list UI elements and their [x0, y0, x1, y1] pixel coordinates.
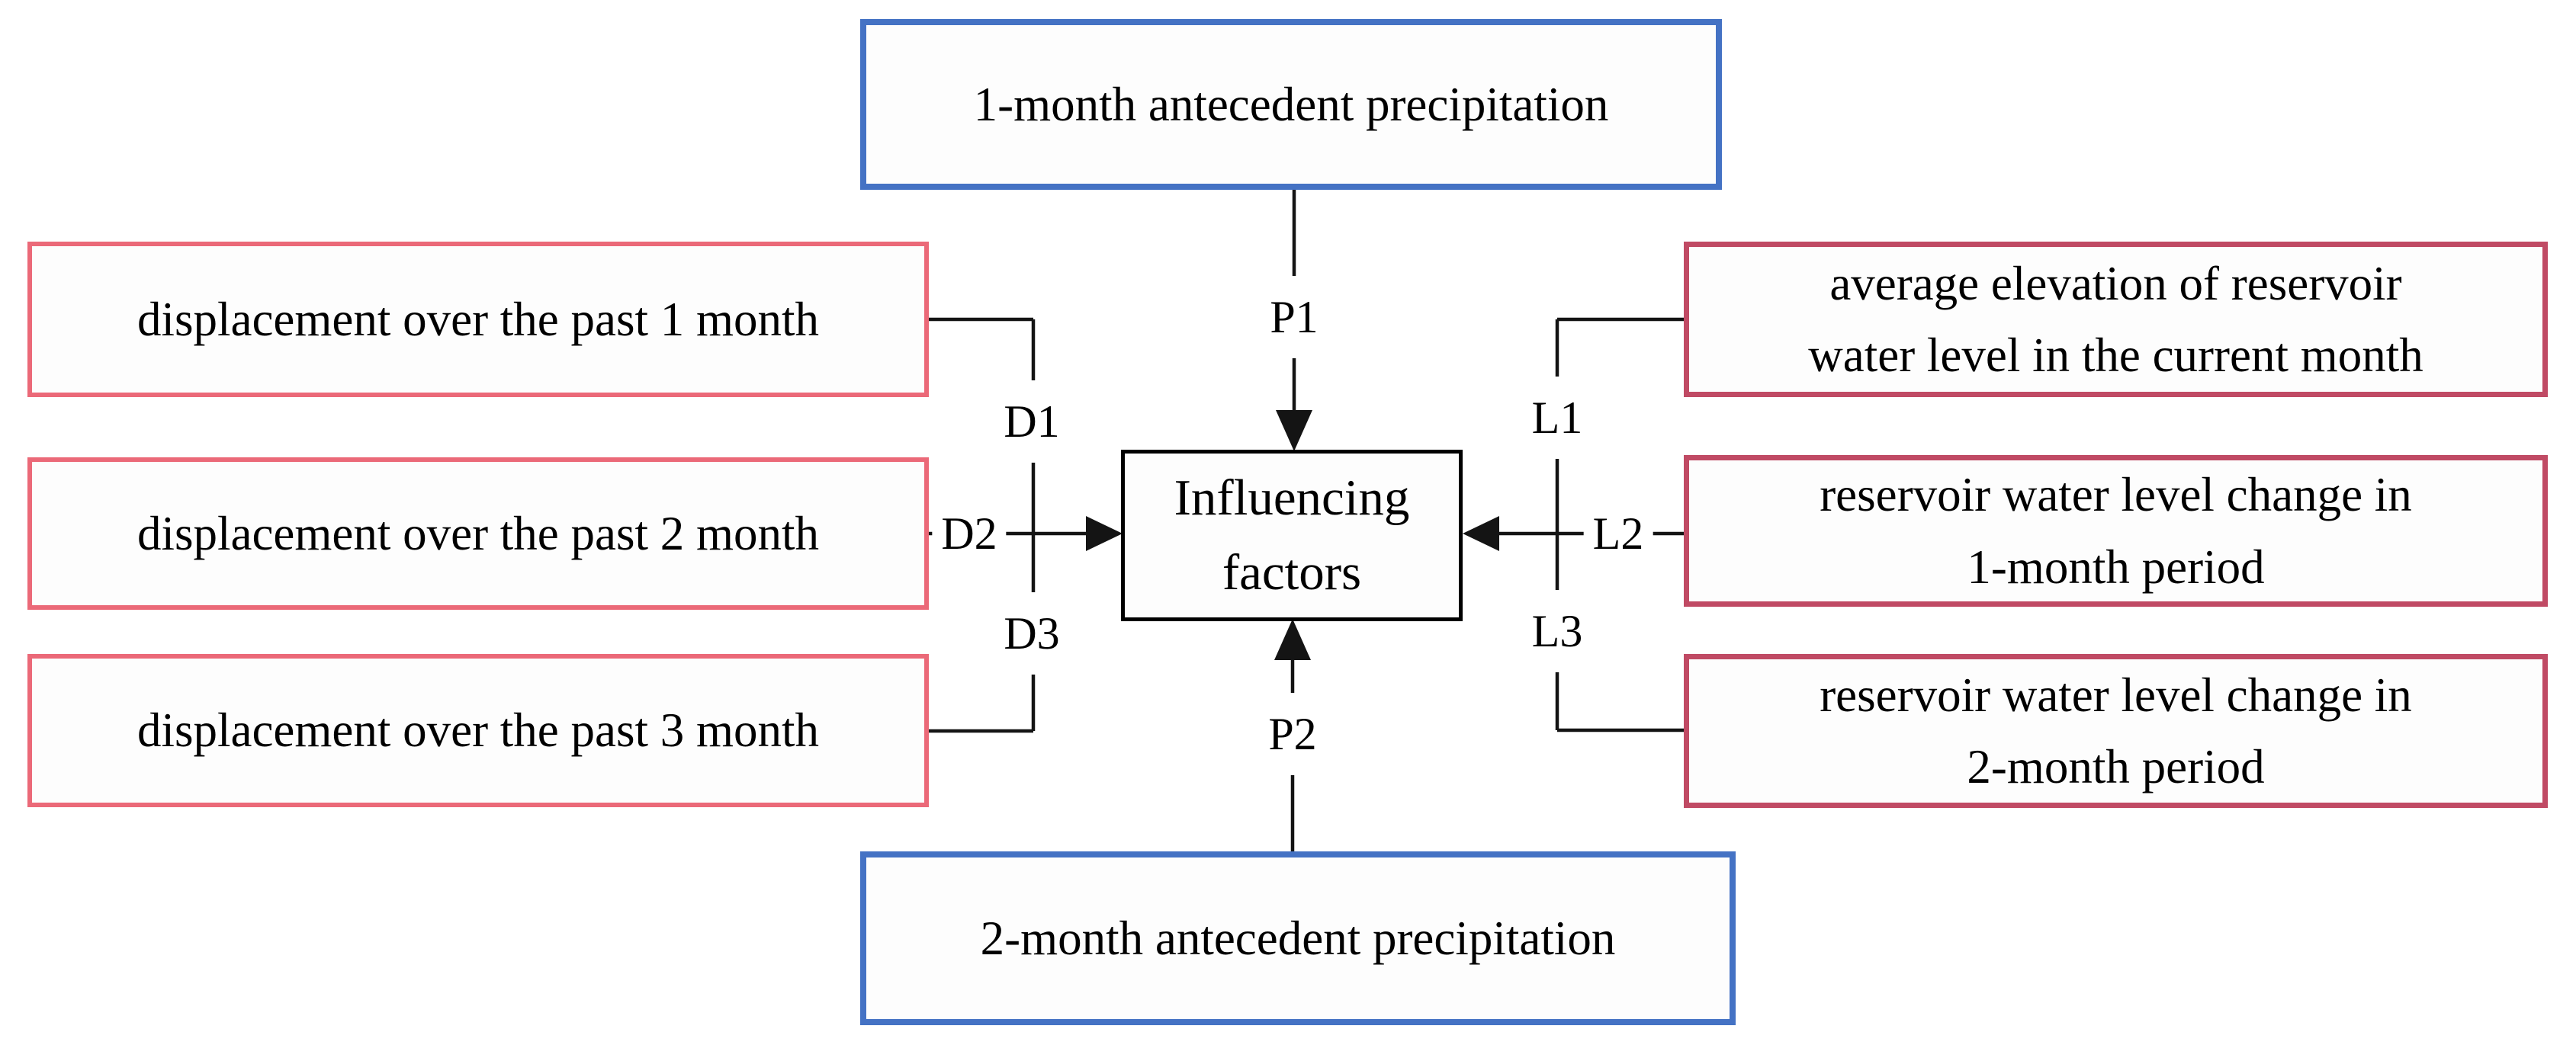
node-label: Influencing factors: [1174, 470, 1410, 601]
node-1-month-antecedent-precipitation: 1-month antecedent precipitation: [860, 19, 1722, 190]
node-label: displacement over the past 3 month: [137, 704, 820, 758]
connector-label-l1: L1: [1524, 377, 1591, 459]
node-label: 1-month antecedent precipitation: [973, 77, 1609, 131]
node-2-month-antecedent-precipitation: 2-month antecedent precipitation: [860, 851, 1736, 1025]
connector-right-bus: [1499, 317, 1685, 732]
node-displacement-past-3-month: displacement over the past 3 month: [27, 654, 929, 807]
connector-label-l2: L2: [1583, 508, 1653, 559]
connector-label-p2: P2: [1261, 693, 1325, 775]
node-label: 2-month antecedent precipitation: [980, 911, 1616, 965]
node-label: average elevation of reservoir water lev…: [1808, 256, 2423, 383]
node-label: reservoir water level change in 2-month …: [1820, 668, 2412, 794]
node-label: reservoir water level change in 1-month …: [1820, 468, 2412, 594]
arrow-left-icon: [1463, 516, 1499, 551]
arrow-down-icon: [1276, 410, 1312, 451]
arrow-up-icon: [1274, 619, 1311, 660]
node-average-reservoir-water-level: average elevation of reservoir water lev…: [1684, 242, 2548, 397]
node-influencing-factors: Influencing factors: [1121, 450, 1463, 621]
node-reservoir-level-change-1-month: reservoir water level change in 1-month …: [1684, 455, 2548, 607]
connector-label-l3: L3: [1524, 590, 1591, 672]
connector-label-p1: P1: [1262, 276, 1326, 358]
connector-label-d3: D3: [996, 592, 1068, 675]
node-label: displacement over the past 1 month: [137, 292, 820, 346]
node-displacement-past-1-month: displacement over the past 1 month: [27, 242, 929, 397]
connector-label-d1: D1: [996, 380, 1068, 463]
node-reservoir-level-change-2-month: reservoir water level change in 2-month …: [1684, 654, 2548, 808]
node-displacement-past-2-month: displacement over the past 2 month: [27, 457, 929, 610]
arrow-right-icon: [1086, 516, 1123, 551]
connector-label-d2: D2: [932, 508, 1007, 559]
connector-left-bus: [928, 317, 1086, 733]
node-label: displacement over the past 2 month: [137, 506, 820, 560]
